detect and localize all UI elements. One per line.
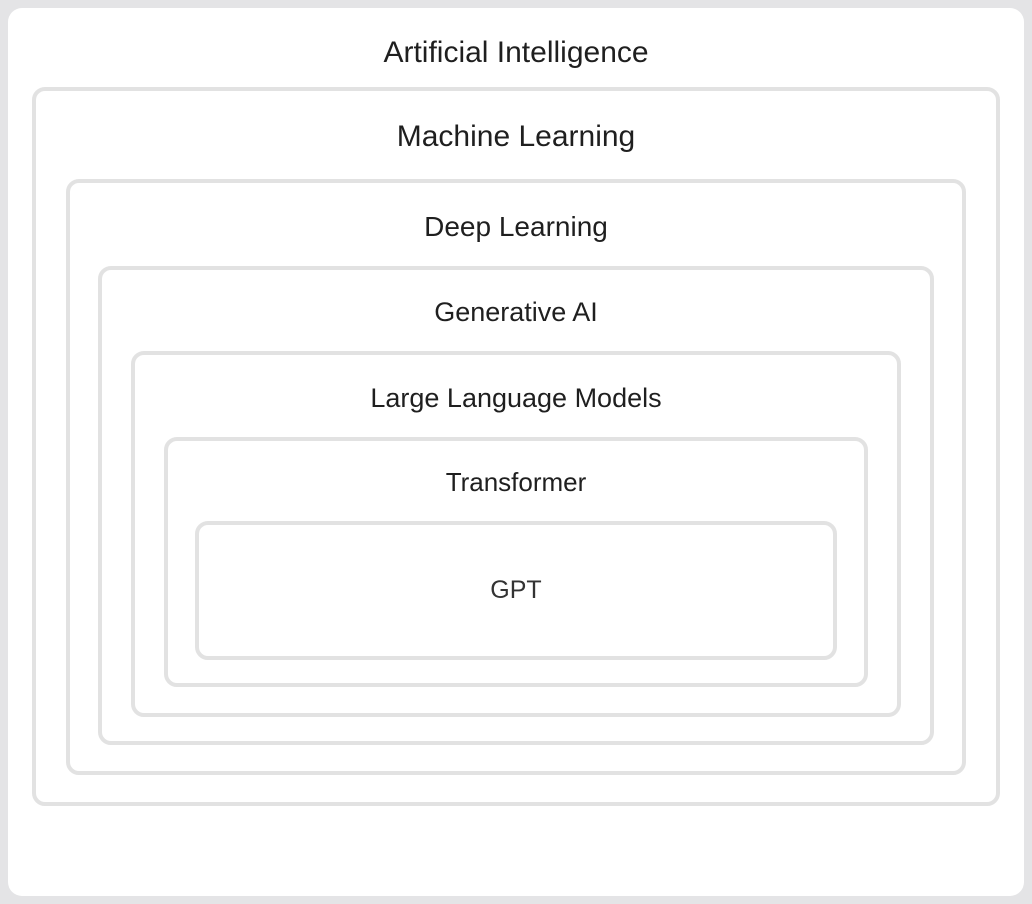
child-slot-1: Deep Learning Generative AI Large Langua… [66,152,966,775]
layer-label-large-language-models: Large Language Models [370,383,662,413]
layer-label-generative-ai: Generative AI [434,297,598,327]
layer-transformer: Transformer GPT [164,437,868,687]
child-slot-4: Transformer GPT [164,412,868,687]
layer-deep-learning: Deep Learning Generative AI Large Langua… [66,179,966,775]
child-slot-5: GPT [195,495,837,660]
layer-label-deep-learning: Deep Learning [424,211,608,242]
layer-label-transformer: Transformer [445,467,587,497]
child-slot-3: Large Language Models Transformer [131,326,901,717]
layer-label-artificial-intelligence: Artificial Intelligence [383,36,649,69]
child-slot-0: Machine Learning Deep Learning Generativ… [32,68,1000,806]
layer-gpt: GPT [195,521,837,660]
layer-label-gpt: GPT [490,576,542,604]
child-slot-2: Generative AI Large Language Models [98,241,934,745]
layer-artificial-intelligence: Artificial Intelligence Machine Learning… [8,8,1024,896]
layer-generative-ai: Generative AI Large Language Models [98,266,934,745]
layer-machine-learning: Machine Learning Deep Learning Generativ… [32,87,1000,806]
layer-large-language-models: Large Language Models Transformer [131,351,901,717]
layer-label-machine-learning: Machine Learning [396,120,636,153]
